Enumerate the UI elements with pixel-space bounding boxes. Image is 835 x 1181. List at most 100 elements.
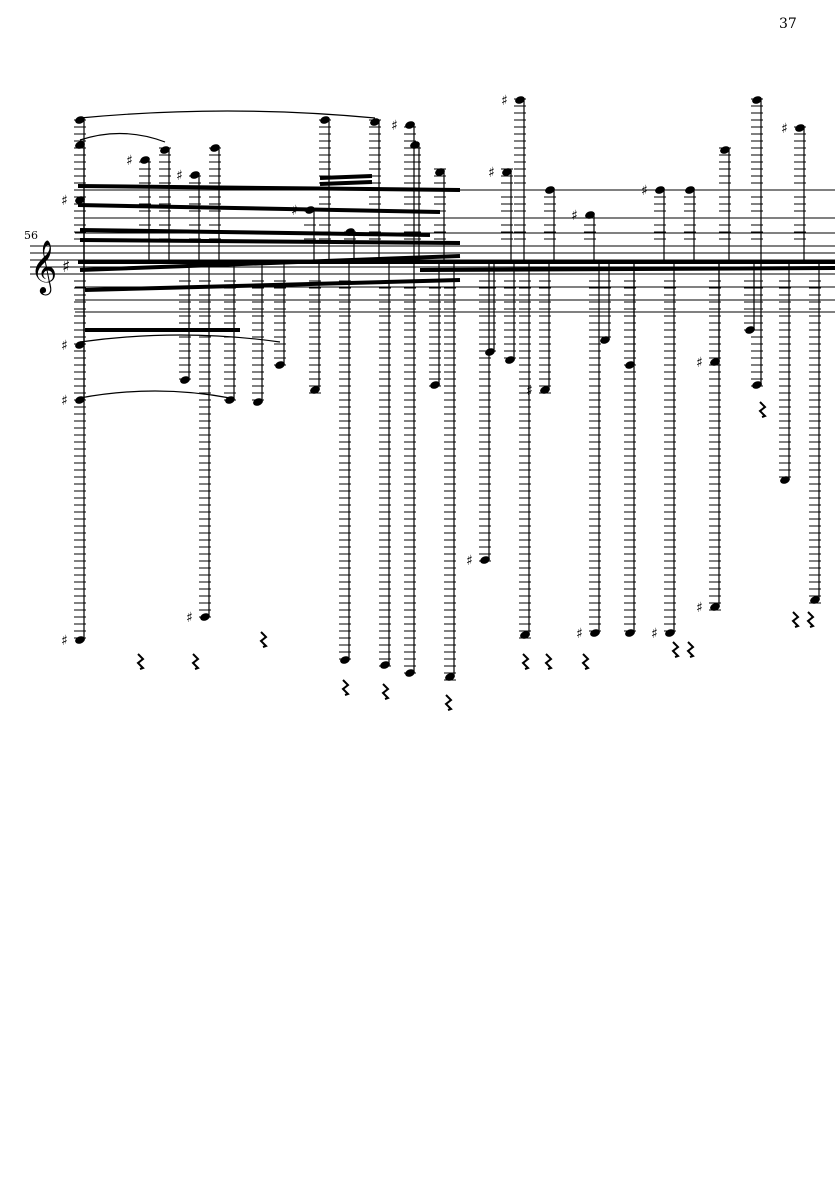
rests <box>136 401 815 711</box>
beam <box>77 203 441 214</box>
note-head <box>340 656 350 664</box>
rest-icon <box>686 641 695 658</box>
note-head <box>75 141 85 149</box>
note <box>624 262 636 369</box>
note-head <box>410 141 420 149</box>
note: ♯ <box>781 121 806 262</box>
beam <box>77 184 461 192</box>
note-head <box>275 361 285 369</box>
note-head <box>720 146 730 154</box>
sharp-icon: ♯ <box>526 383 533 399</box>
note <box>379 262 391 669</box>
note-head <box>710 358 720 366</box>
note-head <box>520 631 530 639</box>
sharp-icon: ♯ <box>61 633 68 649</box>
sharp-icon: ♯ <box>291 203 298 219</box>
sharp-icon: ♯ <box>696 355 703 371</box>
tie <box>79 334 281 343</box>
note-head <box>665 629 675 637</box>
page-number: 37 <box>779 16 797 32</box>
note-head <box>745 326 755 334</box>
sharp-icon: ♯ <box>61 338 68 354</box>
beam <box>79 238 461 245</box>
note <box>779 262 791 484</box>
rest-icon <box>581 653 590 670</box>
note-head <box>515 96 525 104</box>
note <box>444 262 456 681</box>
note: ♯ <box>488 165 513 262</box>
note-head <box>380 661 390 669</box>
note: ♯ <box>176 168 201 262</box>
key-signature-sharp-icon: ♯ <box>62 257 70 277</box>
note-head <box>430 381 440 389</box>
note-head <box>480 556 490 564</box>
note <box>209 144 221 262</box>
note-head <box>655 186 665 194</box>
sharp-icon: ♯ <box>576 626 583 642</box>
note-head <box>75 196 85 204</box>
note <box>404 262 416 677</box>
note: ♯ <box>61 262 86 409</box>
sharp-icon: ♯ <box>696 600 703 616</box>
note-head <box>445 673 455 681</box>
sharp-icon: ♯ <box>61 393 68 409</box>
note-head <box>502 168 512 176</box>
note-head <box>140 156 150 164</box>
note: ♯ <box>576 262 601 642</box>
rest-icon <box>521 653 530 670</box>
sharp-icon: ♯ <box>176 168 183 184</box>
note-head <box>485 348 495 356</box>
note <box>599 262 611 344</box>
note-head <box>75 341 85 349</box>
sharp-icon: ♯ <box>488 165 495 181</box>
note <box>224 262 236 404</box>
note: ♯ <box>696 262 721 616</box>
note-head <box>305 206 315 214</box>
sharp-icon: ♯ <box>466 553 473 569</box>
sharp-icon: ♯ <box>781 121 788 137</box>
note-head <box>752 96 762 104</box>
note <box>519 262 531 639</box>
note <box>252 262 264 406</box>
rest-icon <box>259 631 268 648</box>
note <box>751 96 763 262</box>
tie <box>79 110 376 119</box>
beam <box>79 228 431 237</box>
rest-icon <box>671 641 680 658</box>
rest-icon <box>444 694 453 711</box>
note <box>809 262 821 604</box>
note <box>409 141 421 262</box>
beam <box>79 254 461 272</box>
note-head <box>540 386 550 394</box>
note-head <box>253 398 263 406</box>
note <box>159 146 171 262</box>
note-head <box>685 186 695 194</box>
note <box>684 186 696 262</box>
treble-clef-icon: 𝄞 <box>30 239 57 295</box>
notes: ♯♯♯♯♯♯♯♯♯♯♯♯♯♯♯♯♯♯♯♯ <box>61 93 821 681</box>
note-head <box>795 124 805 132</box>
note-head <box>405 669 415 677</box>
note-head <box>600 336 610 344</box>
rest-icon <box>381 683 390 700</box>
note: ♯ <box>696 262 721 371</box>
note-head <box>320 116 330 124</box>
note: ♯ <box>571 208 596 262</box>
note: ♯ <box>466 262 491 569</box>
note: ♯ <box>186 262 211 626</box>
note: ♯ <box>291 203 316 262</box>
rest-icon <box>791 611 800 628</box>
rest-icon <box>341 679 350 696</box>
note <box>429 262 441 389</box>
sharp-icon: ♯ <box>571 208 578 224</box>
note-head <box>405 121 415 129</box>
note-head <box>505 356 515 364</box>
note-head <box>180 376 190 384</box>
rest-icon <box>136 653 145 670</box>
note: ♯ <box>126 153 151 262</box>
note <box>751 262 763 389</box>
note-head <box>200 613 210 621</box>
note-head <box>435 168 445 176</box>
note <box>344 228 356 262</box>
